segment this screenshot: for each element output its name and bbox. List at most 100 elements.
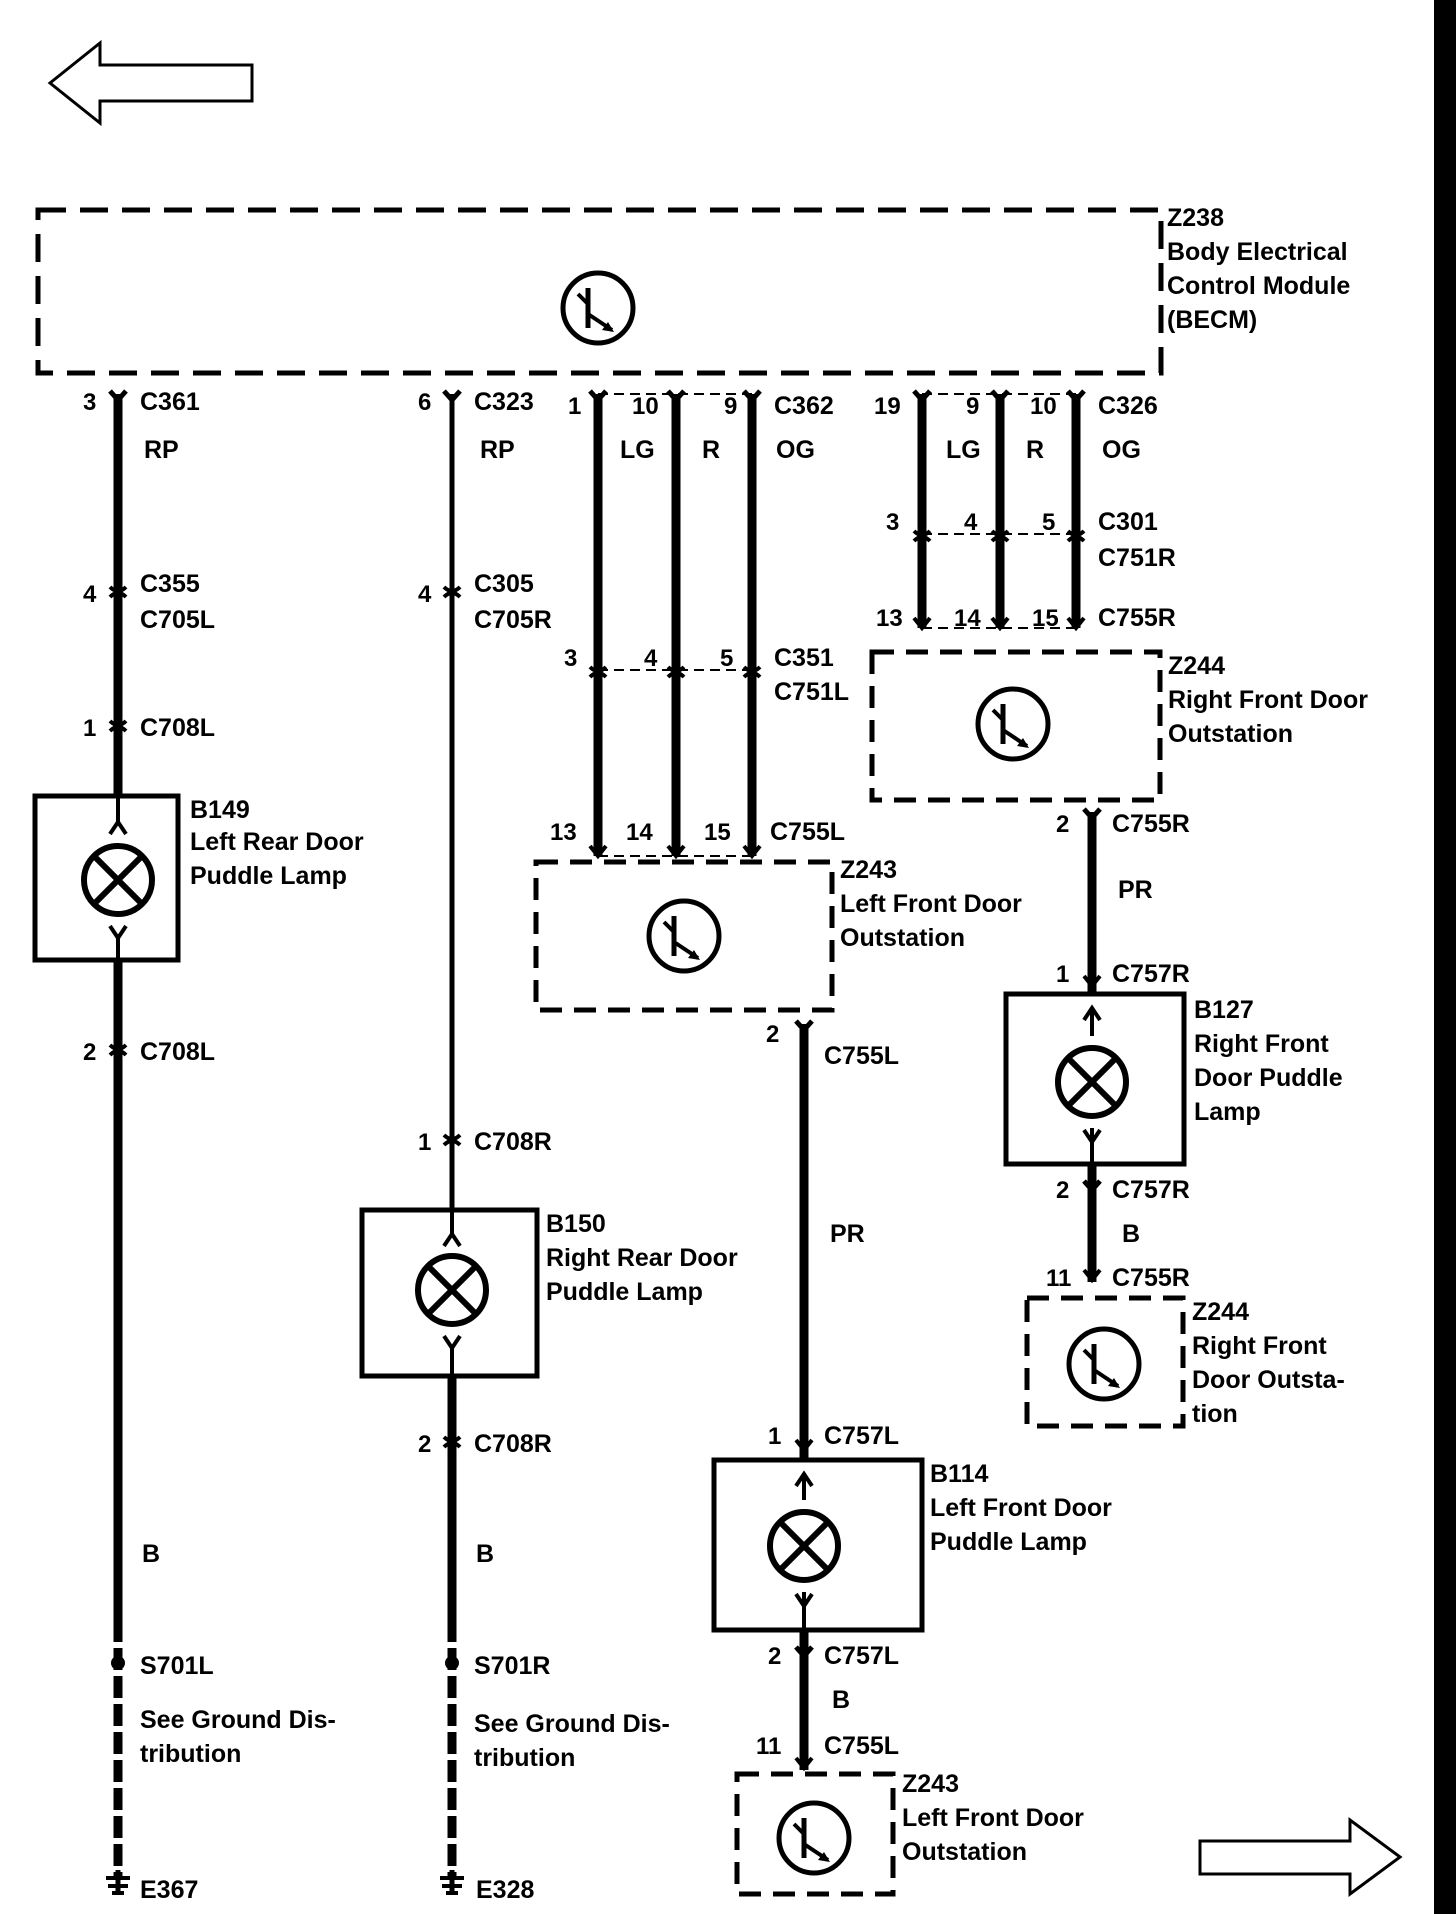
bus-left-pin-bot-1: 13 (550, 819, 577, 846)
module-z244-bottom: Z244 Right Front Door Outsta- tion (1024, 1295, 1345, 1429)
wire1-conn-c708l-1: C708L (140, 714, 215, 742)
z243-top-id: Z243 (840, 856, 897, 884)
bus-left-conn-mid2: C751L (774, 678, 849, 706)
z243-top-line-2: Outstation (840, 924, 965, 952)
lamp-b150: B150 Right Rear Door Puddle Lamp (359, 1207, 738, 1379)
wire2-conn-c708r-1: C708R (474, 1128, 552, 1156)
ground-e328-icon (440, 1870, 464, 1895)
bus-right-front-door: 19 9 10 C326 LG R OG 3 4 5 C301 C751R 13… (874, 391, 1176, 632)
bus-left-pin-top-2: 10 (632, 393, 659, 420)
wire-rf-pin-bot: 11 (1046, 1265, 1071, 1292)
lamp-b127: B127 Right Front Door Puddle Lamp (1003, 991, 1343, 1167)
wire1-conn-c708l-2: C708L (140, 1038, 215, 1066)
wire2-conn-c705r: C705R (474, 606, 552, 634)
becm-transistor-icon (563, 273, 633, 343)
bus-left-pin-mid-3: 5 (720, 645, 733, 672)
previous-page-arrow[interactable] (47, 39, 254, 127)
z243-bottom-line-1: Left Front Door (902, 1804, 1084, 1832)
b114-line-2: Puddle Lamp (930, 1528, 1087, 1556)
wire-lf-color: PR (830, 1220, 865, 1248)
wire2-pin-c708r-2: 2 (418, 1431, 431, 1458)
wire-lf-conn-top: C755L (824, 1042, 899, 1070)
bus-right-pin-bot-3: 15 (1032, 605, 1059, 632)
wire-rf-conn-bot: C755R (1112, 1264, 1190, 1292)
wire-lf-pin-top: 2 (766, 1021, 779, 1048)
module-z244-top: Z244 Right Front Door Outstation (869, 649, 1368, 803)
wire-rf-conn-lamp-bot: C757R (1112, 1176, 1190, 1204)
wire-rf-conn-top: C755R (1112, 810, 1190, 838)
wire-rf-pin-lamp-top: 1 (1056, 961, 1069, 988)
b127-line-2: Door Puddle (1194, 1064, 1343, 1092)
bus-left-pin-mid-1: 3 (564, 645, 577, 672)
becm-id: Z238 (1167, 204, 1224, 232)
bus-left-front-door: 1 10 9 C362 LG R OG 3 4 5 C351 C751L 13 … (550, 391, 849, 860)
wire-left-front-door: 2 C755L PR 1 C757L 2 C757L B 11 C755L (756, 1021, 899, 1772)
bus-right-pin-mid-3: 5 (1042, 509, 1055, 536)
b149-line-1: Left Rear Door (190, 828, 364, 856)
wire1-conn-c705l: C705L (140, 606, 215, 634)
z243-bottom-line-2: Outstation (902, 1838, 1027, 1866)
wire1-note-line-2: tribution (140, 1740, 241, 1768)
wire2-splice: S701R (474, 1652, 550, 1680)
z244-bottom-line-3: tion (1192, 1400, 1238, 1428)
b114-id: B114 (930, 1460, 988, 1488)
b150-line-1: Right Rear Door (546, 1244, 738, 1272)
wire1-color: RP (144, 436, 179, 464)
wire-rf-pin-top: 2 (1056, 811, 1069, 838)
wire1-color-b: B (142, 1540, 160, 1568)
wire-lf-pin-lamp-bot: 2 (768, 1643, 781, 1670)
bus-right-conn-mid2: C751R (1098, 544, 1176, 572)
becm-name-line-1: Body Electrical (1167, 238, 1348, 266)
wire-left-rear-door: 3 C361 RP 4 C355 C705L 1 C708L 2 C708L B… (83, 388, 336, 1904)
z244-top-id: Z244 (1168, 652, 1225, 680)
wire-lf-conn-bot: C755L (824, 1732, 899, 1760)
wire-lf-conn-lamp-top: C757L (824, 1422, 899, 1450)
wire-right-rear-door: 6 C323 RP 4 C305 C705R 1 C708R 2 C708R B… (418, 388, 670, 1904)
bus-right-color-2: R (1026, 436, 1044, 464)
b150-id: B150 (546, 1210, 606, 1238)
wire-right-front-door: 2 C755R PR 1 C757R 2 C757R B 11 C755R (1046, 809, 1190, 1292)
wire1-conn-top: C361 (140, 388, 200, 416)
wire1-conn-c355: C355 (140, 570, 200, 598)
lamp-b149: B149 Left Rear Door Puddle Lamp (32, 793, 364, 963)
wire-lf-color-b: B (832, 1686, 850, 1714)
b127-id: B127 (1194, 996, 1254, 1024)
bus-left-conn-top: C362 (774, 392, 834, 420)
wire2-color-b: B (476, 1540, 494, 1568)
z243-top-line-1: Left Front Door (840, 890, 1022, 918)
bus-right-pin-mid-1: 3 (886, 509, 899, 536)
bus-left-pin-top-1: 1 (568, 393, 581, 420)
becm-name-line-2: Control Module (1167, 272, 1350, 300)
becm-name-line-3: (BECM) (1167, 306, 1257, 334)
wire2-conn-c708r-2: C708R (474, 1430, 552, 1458)
z244-top-line-1: Right Front Door (1168, 686, 1368, 714)
wire1-pin-c708l-1: 1 (83, 715, 96, 742)
wire1-pin-c708l-2: 2 (83, 1039, 96, 1066)
wire1-note-line-1: See Ground Dis- (140, 1706, 336, 1734)
b114-line-1: Left Front Door (930, 1494, 1112, 1522)
wire2-pin-c708r-1: 1 (418, 1129, 431, 1156)
bus-right-color-3: OG (1102, 436, 1141, 464)
z243-bottom-id: Z243 (902, 1770, 959, 1798)
bus-right-conn-bot: C755R (1098, 604, 1176, 632)
next-page-arrow[interactable] (1198, 1817, 1403, 1897)
bus-right-pin-bot-2: 14 (954, 605, 981, 632)
lamp-b114: B114 Left Front Door Puddle Lamp (711, 1457, 1112, 1633)
wire1-ground: E367 (140, 1876, 198, 1904)
bus-right-pin-top-3: 10 (1030, 393, 1057, 420)
wire1-pin-c355: 4 (83, 581, 97, 608)
bus-right-pin-bot-1: 13 (876, 605, 903, 632)
bus-left-color-2: R (702, 436, 720, 464)
bus-left-pin-mid-2: 4 (644, 645, 658, 672)
bus-left-conn-bot: C755L (770, 818, 845, 846)
module-z243-top: Z243 Left Front Door Outstation (533, 856, 1022, 1013)
wire2-conn-c305: C305 (474, 570, 534, 598)
wire2-conn-top: C323 (474, 388, 534, 416)
bus-right-color-1: LG (946, 436, 981, 464)
b149-line-2: Puddle Lamp (190, 862, 347, 890)
wire-lf-pin-lamp-top: 1 (768, 1423, 781, 1450)
bus-left-conn-mid: C351 (774, 644, 834, 672)
wire2-pin-c305: 4 (418, 581, 432, 608)
wire2-color: RP (480, 436, 515, 464)
z244-bottom-line-2: Door Outsta- (1192, 1366, 1345, 1394)
